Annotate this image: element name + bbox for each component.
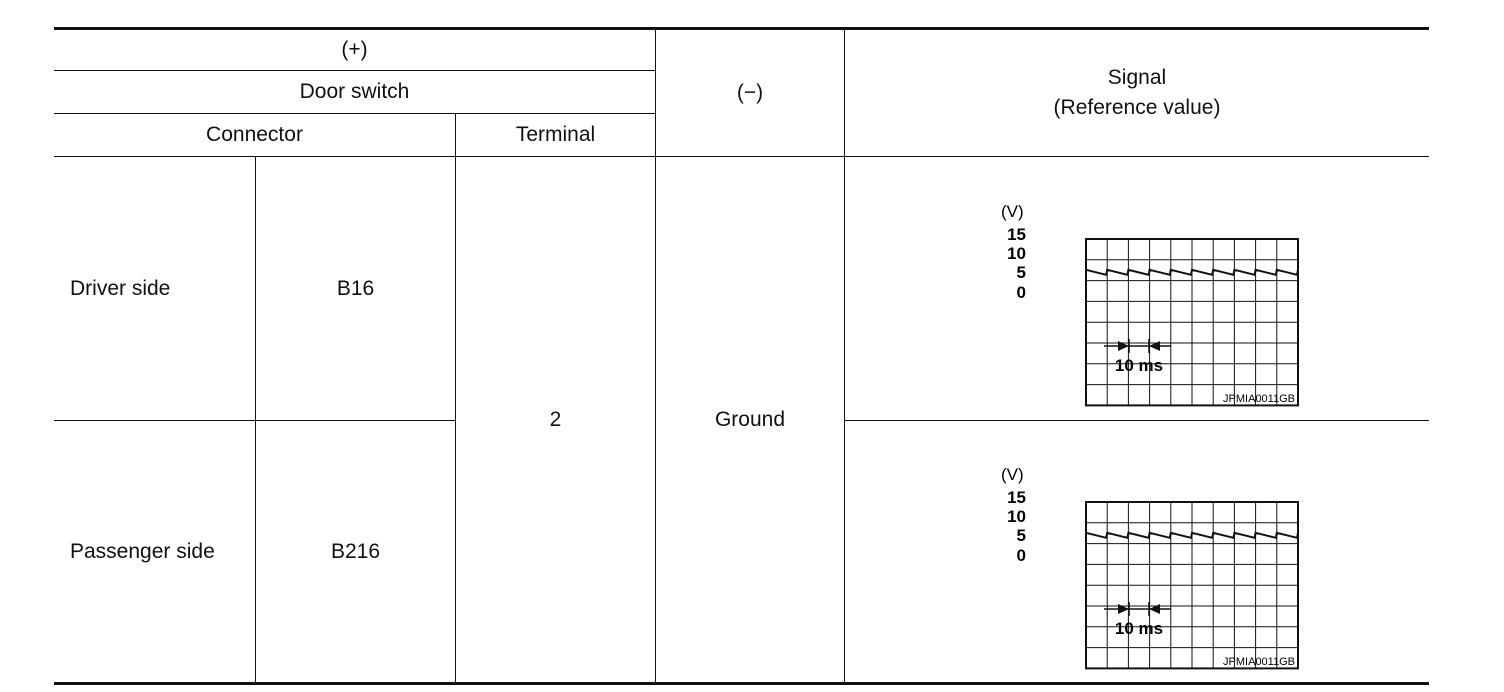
table-bottom-rule bbox=[54, 682, 1429, 685]
waveform-passenger-unit: (V) bbox=[1001, 465, 1024, 484]
waveform-passenger-tick-15: 15 bbox=[1007, 488, 1026, 507]
waveform-passenger-tick-5: 5 bbox=[1017, 526, 1026, 545]
header-plus: (+) bbox=[341, 38, 368, 61]
header-rule-1 bbox=[54, 70, 655, 71]
waveform-driver-scale-arrows bbox=[1104, 339, 1171, 353]
row-divider-left bbox=[54, 420, 455, 421]
waveform-driver-grid bbox=[1085, 238, 1299, 407]
col-rule-minus-signal bbox=[844, 27, 845, 683]
waveform-driver-tick-5: 5 bbox=[1017, 263, 1026, 282]
waveform-passenger-time-scale: 10 ms bbox=[1115, 619, 1163, 638]
terminal-value: 2 bbox=[549, 407, 562, 431]
waveform-driver-time-scale: 10 ms bbox=[1115, 356, 1163, 375]
waveform-driver-figure-id: JPMIA0011GB bbox=[1223, 393, 1295, 405]
row-divider-signal bbox=[844, 420, 1429, 421]
header-rule-2 bbox=[54, 113, 655, 114]
waveform-passenger-svg: (V) 15 10 5 0 10 ms JPMIA0011GB bbox=[1001, 465, 1299, 670]
minus-value: Ground bbox=[714, 407, 786, 431]
col-rule-connector-terminal bbox=[455, 113, 456, 683]
waveform-passenger-figure-id: JPMIA0011GB bbox=[1223, 656, 1295, 668]
waveform-passenger-grid bbox=[1085, 501, 1299, 670]
waveform-passenger-tick-0: 0 bbox=[1017, 546, 1026, 565]
waveform-passenger-trace bbox=[1085, 531, 1299, 540]
waveform-driver-svg: (V) 15 10 5 0 10 ms JPMIA0011GB bbox=[1001, 202, 1299, 407]
col-rule-side-connector bbox=[255, 156, 256, 683]
header-connector: Connector bbox=[206, 123, 303, 146]
header-signal-line2: (Reference value) bbox=[1053, 96, 1221, 119]
row-passenger-side-label: Passenger side bbox=[70, 539, 215, 563]
waveform-driver-tick-10: 10 bbox=[1007, 244, 1026, 263]
row-driver-connector: B16 bbox=[336, 276, 375, 300]
col-rule-terminal-minus bbox=[655, 27, 656, 683]
row-passenger-connector: B216 bbox=[330, 539, 381, 563]
waveform-driver-unit: (V) bbox=[1001, 202, 1024, 221]
waveform-driver-trace bbox=[1085, 268, 1299, 277]
header-bottom-rule bbox=[54, 156, 1429, 157]
waveform-passenger-scale-arrows bbox=[1104, 602, 1171, 616]
header-signal: Signal (Reference value) bbox=[845, 30, 1429, 156]
waveform-driver-tick-15: 15 bbox=[1007, 225, 1026, 244]
table-top-rule bbox=[54, 27, 1429, 30]
header-door-switch: Door switch bbox=[299, 80, 410, 103]
waveform-driver: (V) 15 10 5 0 10 ms JPMIA0011GB bbox=[989, 197, 1299, 412]
waveform-passenger: (V) 15 10 5 0 10 ms JPMIA0011GB bbox=[989, 460, 1299, 675]
row-driver-side-label: Driver side bbox=[70, 276, 171, 300]
door-switch-signal-table: (+) Door switch Connector Terminal (−) S… bbox=[54, 27, 1429, 685]
waveform-driver-tick-0: 0 bbox=[1017, 283, 1026, 302]
header-terminal: Terminal bbox=[515, 123, 596, 146]
waveform-passenger-tick-10: 10 bbox=[1007, 507, 1026, 526]
header-signal-line1: Signal bbox=[1107, 66, 1167, 89]
header-minus: (−) bbox=[736, 81, 764, 104]
